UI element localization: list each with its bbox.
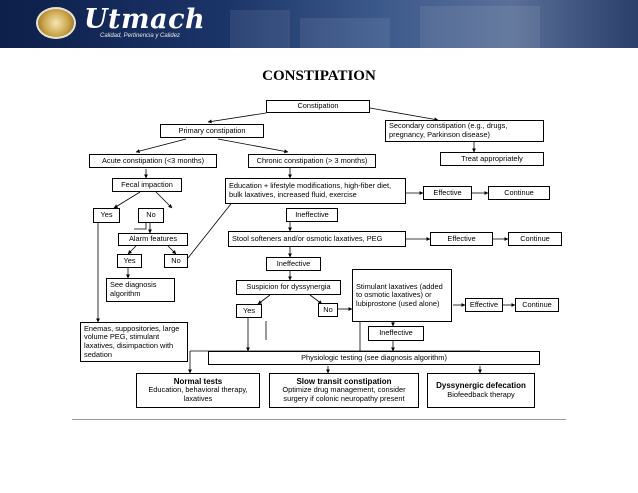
node-yes: Yes [236, 304, 262, 318]
node-stool-softeners: Stool softeners and/or osmotic laxatives… [228, 231, 406, 247]
node-see-diagnosis-algorithm: See diagnosis algorithm [106, 278, 175, 302]
node-dyssynergic-defecation: Dyssynergic defecation Biofeedback thera… [427, 373, 535, 408]
node-slow-transit: Slow transit constipation Optimize drug … [269, 373, 419, 408]
divider [72, 419, 566, 420]
node-no: No [164, 254, 188, 268]
node-ineffective: Ineffective [286, 208, 338, 222]
brand-tagline: Calidad, Pertinencia y Calidez [100, 33, 181, 39]
node-constipation: Constipation [266, 100, 370, 113]
arrow [217, 138, 289, 154]
node-education-lifestyle: Education + lifestyle modifications, hig… [225, 178, 406, 204]
arrow [127, 245, 137, 255]
arrow [155, 191, 173, 209]
node-enemas-suppositories: Enemas, suppositories, large volume PEG,… [80, 322, 188, 362]
banner-building [420, 6, 540, 48]
banner-building [230, 10, 290, 48]
brand-logo-text: Utmach [84, 4, 206, 35]
node-primary-constipation: Primary constipation [160, 124, 264, 138]
arrow [207, 112, 267, 124]
node-fecal-impaction: Fecal impaction [112, 178, 182, 192]
arrow [257, 294, 271, 305]
node-secondary-constipation: Secondary constipation (e.g., drugs, pre… [385, 120, 544, 142]
node-continue: Continue [488, 186, 550, 200]
node-suspicion-dyssynergia: Suspicion for dyssynergia [236, 280, 341, 295]
node-continue: Continue [508, 232, 562, 246]
arrow [135, 138, 187, 154]
node-yes: Yes [117, 254, 142, 268]
node-alarm-features: Alarm features [118, 233, 188, 246]
node-yes: Yes [93, 208, 120, 223]
node-stimulant-laxatives: Stimulant laxatives (added to osmotic la… [352, 269, 452, 322]
arrow [309, 294, 323, 305]
node-no: No [138, 208, 164, 223]
university-seal-icon [36, 7, 76, 39]
node-ineffective: Ineffective [266, 257, 321, 271]
flowchart: Constipation Primary constipation Second… [78, 96, 570, 426]
dyssynergic-body: Biofeedback therapy [447, 389, 515, 399]
dyssynergic-title: Dyssynergic defecation [436, 380, 526, 390]
node-physiologic-testing: Physiologic testing (see diagnosis algor… [208, 351, 540, 365]
normal-tests-title: Normal tests [173, 376, 223, 386]
node-effective: Effective [465, 298, 503, 312]
node-normal-tests: Normal tests Education, behavioral thera… [136, 373, 260, 408]
arrow [113, 191, 141, 209]
arrow [187, 199, 235, 259]
node-effective: Effective [430, 232, 493, 246]
arrow [369, 107, 439, 122]
node-no: No [318, 303, 338, 317]
normal-tests-body: Education, behavioral therapy, laxatives [148, 385, 248, 403]
node-chronic-constipation: Chronic constipation (> 3 months) [248, 154, 376, 168]
header-banner: Utmach Calidad, Pertinencia y Calidez [0, 0, 638, 48]
node-effective: Effective [423, 186, 472, 200]
node-ineffective: Ineffective [368, 326, 424, 341]
slow-transit-title: Slow transit constipation [296, 376, 392, 386]
node-acute-constipation: Acute constipation (<3 months) [89, 154, 217, 168]
node-treat-appropriately: Treat appropriately [440, 152, 544, 166]
page-title: CONSTIPATION [262, 68, 376, 84]
slow-transit-body: Optimize drug management, consider surge… [282, 385, 406, 403]
arrow [167, 245, 177, 255]
banner-building [300, 18, 390, 48]
connector [134, 223, 147, 230]
connector-lines [96, 107, 516, 374]
node-continue: Continue [515, 298, 559, 312]
